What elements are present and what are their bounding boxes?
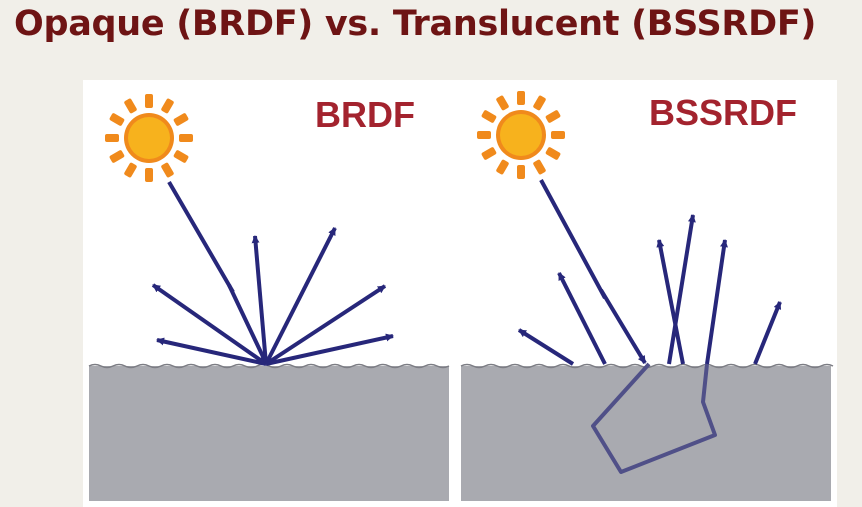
exiting-ray [557, 272, 607, 365]
sun-icon [477, 91, 565, 179]
reflected-ray [264, 227, 337, 365]
translucent-material-block [461, 366, 831, 501]
reflected-ray [156, 337, 267, 366]
exiting-ray [517, 328, 575, 366]
bssrdf-panel [460, 91, 834, 501]
opaque-material-block [89, 366, 449, 501]
diagram-svg [88, 91, 834, 501]
incident-ray [539, 179, 607, 299]
sun-icon [105, 94, 193, 182]
exiting-ray [753, 301, 782, 365]
reflected-ray [151, 283, 268, 366]
brdf-surface-line [88, 363, 450, 369]
exiting-ray [667, 214, 696, 365]
title-bar: Opaque (BRDF) vs. Translucent (BSSRDF) [0, 0, 862, 58]
brdf-panel [88, 94, 450, 501]
reflected-ray [264, 284, 387, 366]
incident-ray-tip [227, 284, 268, 364]
diagram-figure: BRDF BSSRDF [83, 80, 837, 507]
incident-ray [167, 180, 235, 294]
bssrdf-label: BSSRDF [649, 92, 798, 133]
page-title: Opaque (BRDF) vs. Translucent (BSSRDF) [14, 4, 817, 44]
reflected-ray [265, 333, 394, 366]
incident-ray-tip [599, 288, 647, 365]
exiting-ray [705, 239, 728, 365]
exiting-ray [656, 239, 685, 365]
subsurface-path [591, 362, 717, 474]
reflected-ray [251, 235, 268, 365]
brdf-label: BRDF [315, 94, 415, 135]
